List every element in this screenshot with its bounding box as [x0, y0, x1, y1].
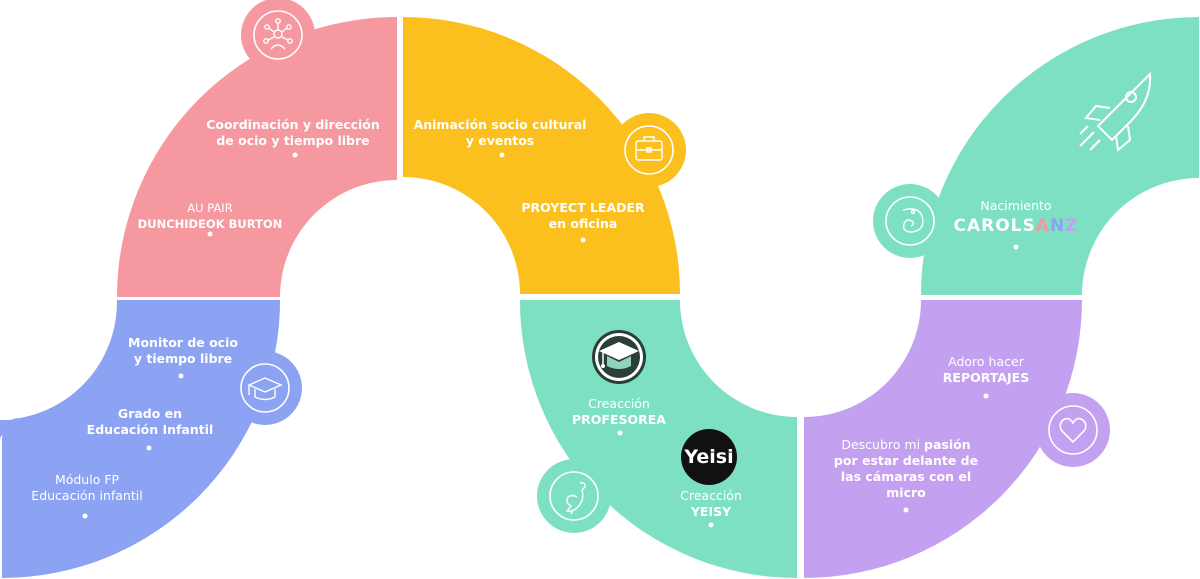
segment-yellow — [403, 17, 680, 294]
stage-yeisy: Creacción YEISY — [680, 488, 742, 519]
rocket-icon — [1079, 71, 1152, 152]
graduation-cap-icon-bg — [228, 351, 302, 425]
stage-reportajes: Adoro hacer REPORTAJES — [942, 354, 1030, 385]
segment-purple — [804, 300, 1082, 578]
chameleon-icon-bg — [873, 184, 947, 258]
stage-modulo: Módulo FP Educación infantil — [31, 472, 143, 503]
yeisi-logo-icon — [681, 429, 737, 485]
stage-au-pair: AU PAIR DUNCHIDEOK BURTON — [137, 201, 283, 231]
profesorea-logo-icon — [592, 330, 646, 384]
stage-animacion: Animación socio cultural y eventos — [413, 117, 587, 148]
briefcase-icon — [635, 136, 663, 161]
yeisi-logo-text: Yeisi — [684, 446, 734, 468]
segment-teal-top — [921, 17, 1199, 295]
segment-blue-body — [2, 300, 280, 578]
segment-teal-bottom — [519, 300, 797, 578]
graduation-cap-icon — [247, 377, 283, 401]
stage-grado: Grado en Educación Infantil — [86, 406, 214, 437]
stage-profesorea: Creacción PROFESOREA — [572, 396, 666, 427]
stage-pasion: Descubro mi pasión por estar delante de … — [833, 437, 979, 500]
bird-icon — [565, 482, 586, 515]
stage-nacimiento: Nacimiento — [980, 198, 1052, 213]
stage-coordinacion: Coordinación y dirección de ocio y tiemp… — [206, 117, 380, 148]
carolsanz-brand: CAROLSANZ — [953, 216, 1079, 236]
stage-monitor: Monitor de ocio y tiempo libre — [128, 335, 238, 366]
heart-icon-bg — [1036, 393, 1110, 467]
stage-proyect-leader: PROYECT LEADER en oficina — [521, 200, 645, 231]
chameleon-icon — [902, 208, 924, 233]
network-icon-bg — [241, 0, 315, 72]
network-icon — [263, 18, 293, 50]
segment-pink — [117, 17, 397, 297]
heart-icon — [1059, 417, 1087, 444]
